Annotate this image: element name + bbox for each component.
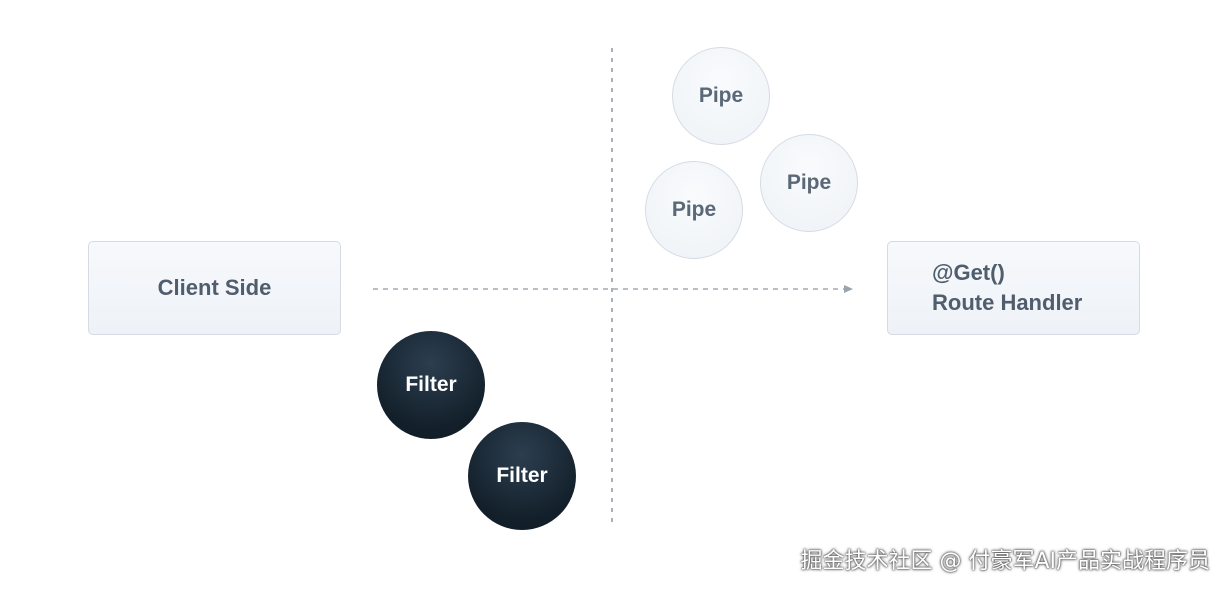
pipe-node: Pipe bbox=[645, 161, 743, 259]
route-decorator-label: @Get() bbox=[932, 260, 1005, 285]
filter-label: Filter bbox=[405, 373, 457, 396]
filter-label: Filter bbox=[496, 464, 548, 487]
route-handler-box: @Get() Route Handler bbox=[887, 241, 1140, 335]
filter-node: Filter bbox=[377, 331, 485, 439]
pipe-label: Pipe bbox=[698, 84, 744, 107]
filter-node: Filter bbox=[468, 422, 576, 530]
client-side-label: Client Side bbox=[157, 275, 272, 300]
pipe-label: Pipe bbox=[786, 171, 832, 194]
pipe-node: Pipe bbox=[760, 134, 858, 232]
watermark: 掘金技术社区 @ 付豪军AI产品实战程序员 bbox=[800, 549, 1210, 574]
pipe-node: Pipe bbox=[672, 47, 770, 145]
route-handler-label: Route Handler bbox=[932, 290, 1083, 315]
client-side-box: Client Side bbox=[88, 241, 341, 335]
pipe-label: Pipe bbox=[671, 198, 717, 221]
